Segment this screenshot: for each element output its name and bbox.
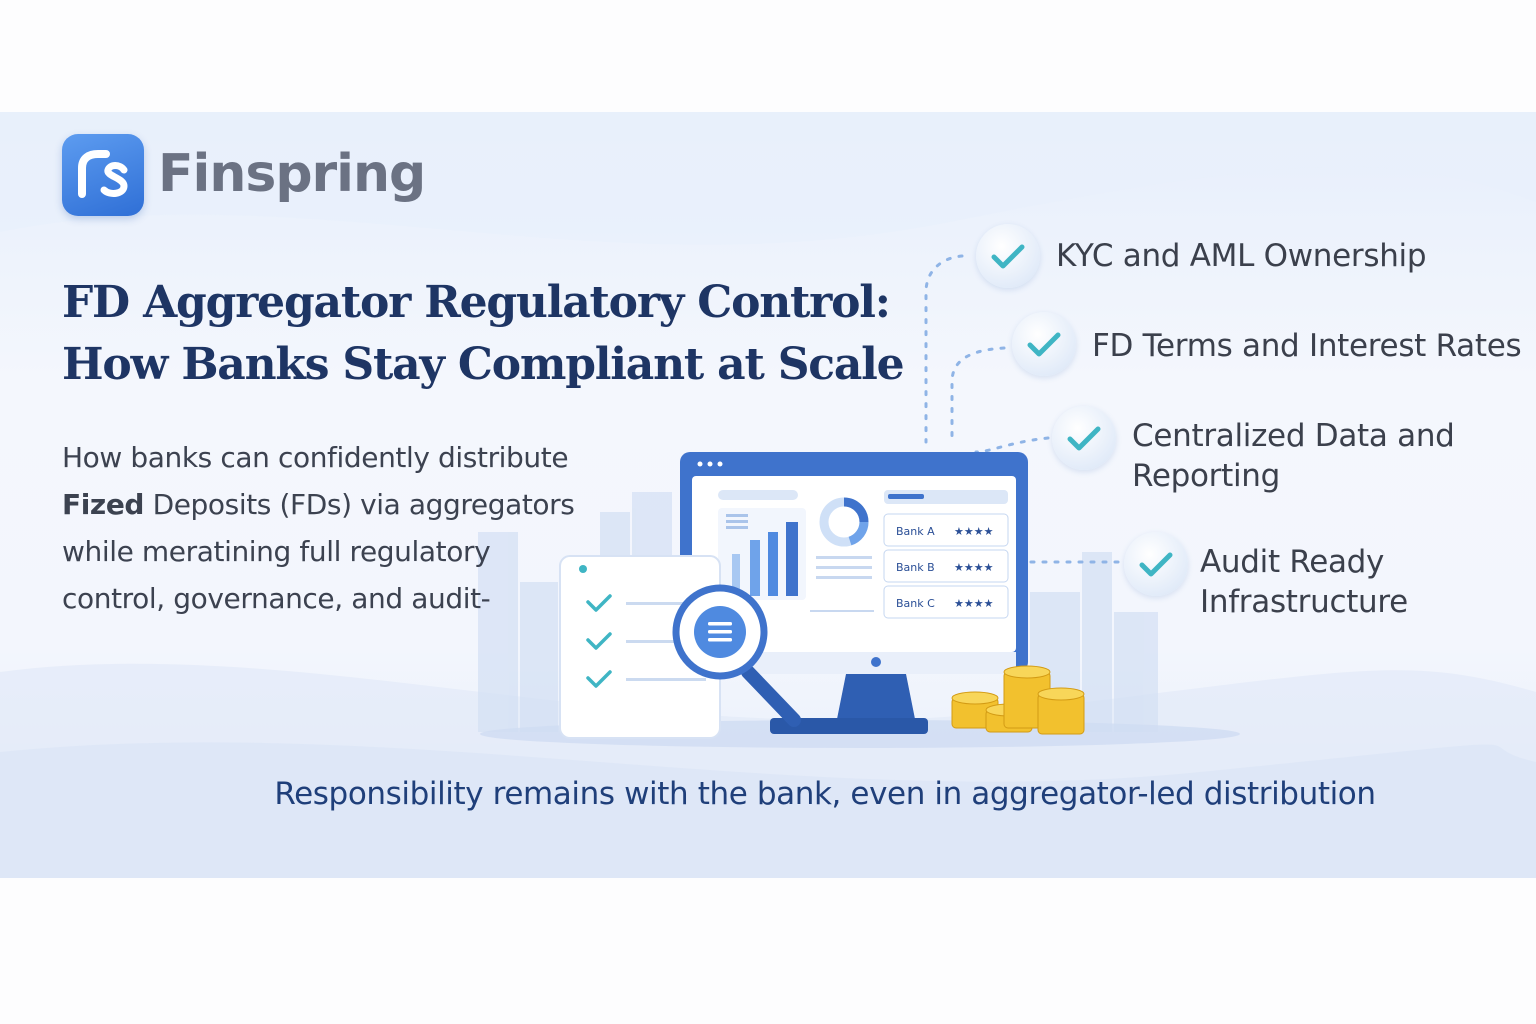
compliance-illustration: Bank A ★★★★ Bank B ★★★★ Bank C ★★★★	[480, 254, 1240, 748]
brand-name: Finspring	[158, 144, 426, 204]
coin-stack-icon	[951, 665, 1085, 735]
bank-row-label: Bank A	[896, 525, 935, 538]
checkmark-icon	[976, 224, 1040, 288]
description-line-1: How banks can confidently distribute	[62, 441, 569, 474]
checkmark-icon	[1124, 532, 1188, 596]
feature-label: Audit Ready	[1200, 544, 1385, 580]
feature-label: Centralized Data and	[1132, 418, 1455, 454]
checkmark-icon	[1012, 312, 1076, 376]
title-line-2: How Banks Stay Compliant at Scale	[62, 339, 905, 390]
finspring-logo-icon	[62, 134, 144, 216]
description-line-4: control, governance, and audit-	[62, 582, 491, 615]
feature-label-line-2: Reporting	[1132, 458, 1281, 494]
description: How banks can confidently distribute Fiz…	[62, 434, 642, 622]
bank-row-rating: ★★★★	[954, 561, 994, 574]
magnifier-icon	[672, 584, 801, 727]
feature-label-line-2: Infrastructure	[1200, 584, 1408, 620]
monitor-icon: Bank A ★★★★ Bank B ★★★★ Bank C ★★★★	[680, 452, 1028, 734]
bank-row-rating: ★★★★	[954, 597, 994, 610]
hero-banner: Finspring FD Aggregator Regulatory Contr…	[0, 112, 1536, 878]
title-line-1: FD Aggregator Regulatory Control:	[62, 277, 891, 328]
feature-label: FD Terms and Interest Rates	[1092, 328, 1522, 364]
description-strong-word: Fized	[62, 488, 145, 521]
tagline: Responsibility remains with the bank, ev…	[274, 776, 1376, 812]
description-line-2: Fized Deposits (FDs) via aggregators	[62, 481, 642, 528]
bank-row-rating: ★★★★	[954, 525, 994, 538]
feature-label: KYC and AML Ownership	[1056, 238, 1427, 274]
bank-row-label: Bank B	[896, 561, 935, 574]
page-title: FD Aggregator Regulatory Control: How Ba…	[62, 272, 905, 396]
description-line-3: while meratining full regulatory	[62, 535, 491, 568]
dotted-connectors	[924, 254, 1120, 564]
checkmark-icon	[1052, 406, 1116, 470]
description-line-2-rest: Deposits (FDs) via aggregators	[144, 488, 575, 521]
bank-row-label: Bank C	[896, 597, 935, 610]
